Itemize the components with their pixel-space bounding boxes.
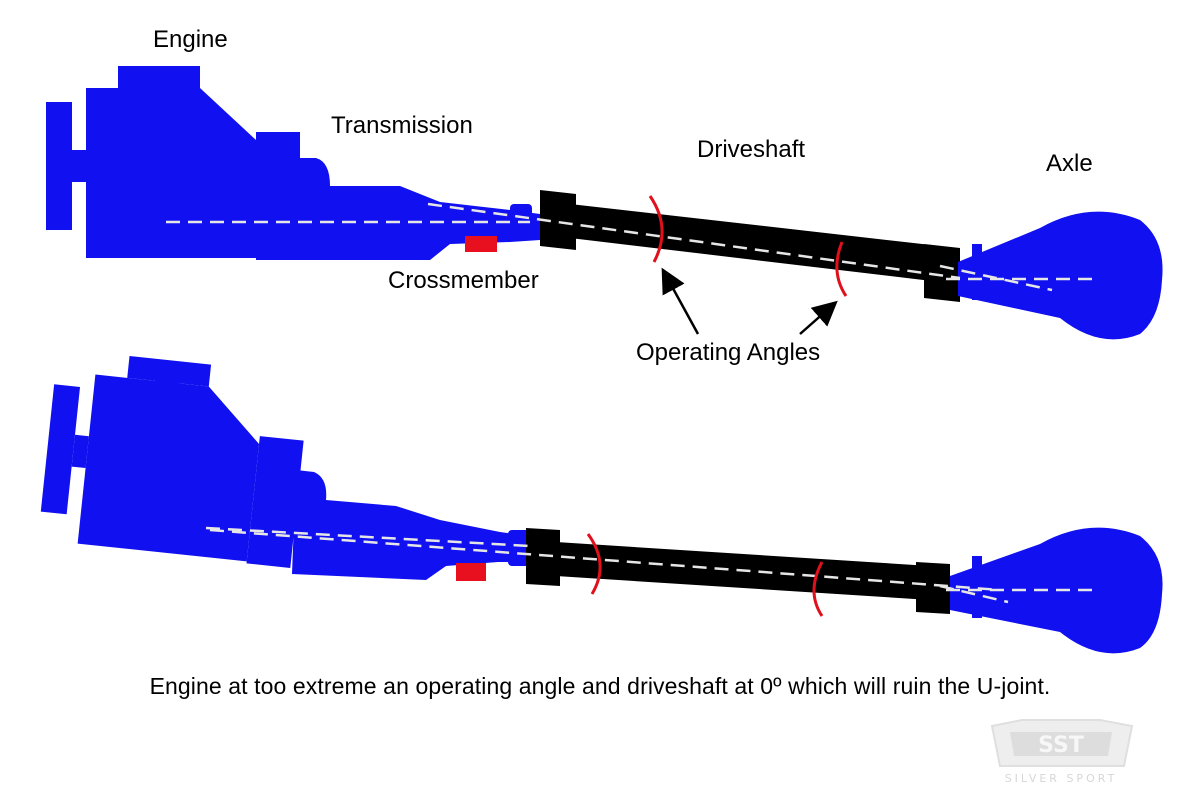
operating-angle-markers-top [648, 195, 848, 297]
driveshaft-label: Driveshaft [697, 136, 805, 163]
engine-shape-bottom [40, 356, 304, 568]
angle-arc-front-top [648, 195, 664, 263]
crossmember-bottom [456, 563, 486, 581]
engine-label: Engine [153, 26, 228, 53]
top-drivetrain: Engine Transmission Driveshaft Axle Cros… [46, 26, 1163, 366]
diagram-caption: Engine at too extreme an operating angle… [149, 673, 1051, 699]
silver-sport-logo: SST SILVER SPORT [990, 719, 1134, 785]
driveshaft-shape-top [540, 190, 960, 302]
logo-subtitle: SILVER SPORT [1005, 772, 1118, 785]
arrow-rear [799, 300, 838, 335]
centerlines-bottom [205, 526, 1100, 604]
logo-text: SST [1038, 733, 1084, 758]
engine-shape-top [46, 66, 300, 260]
bottom-drivetrain [40, 356, 1163, 654]
centerlines-top [166, 202, 1100, 292]
operating-angles-label: Operating Angles [636, 339, 820, 366]
angle-arc-front-bottom [586, 533, 602, 595]
arrow-front [661, 267, 700, 335]
angle-arc-rear-bottom [812, 561, 824, 617]
operating-angle-markers-bottom [586, 533, 824, 617]
axle-label: Axle [1046, 150, 1093, 177]
transmission-shape-bottom [292, 470, 530, 580]
transmission-shape-top [300, 158, 540, 260]
transmission-label: Transmission [331, 112, 473, 139]
angle-arrows [661, 267, 838, 335]
angle-arc-rear-top [835, 241, 848, 297]
crossmember-top [465, 236, 497, 252]
axle-shape-top [958, 211, 1163, 340]
crossmember-label: Crossmember [388, 267, 539, 294]
